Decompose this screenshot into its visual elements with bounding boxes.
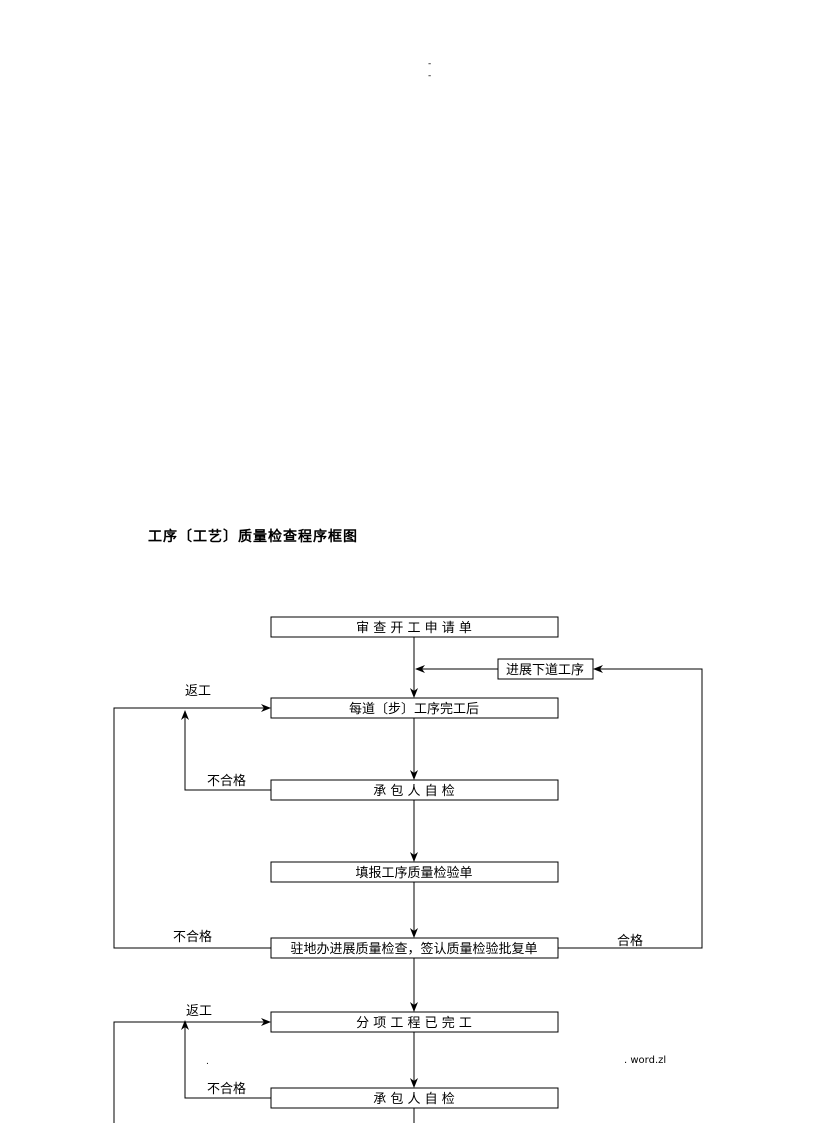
box-self-check-2: 承 包 人 自 检 <box>270 1087 559 1109</box>
box-self-check-1: 承 包 人 自 检 <box>270 779 559 801</box>
box-next-process-label: 进展下道工序 <box>506 663 584 678</box>
label-fail-1: 不合格 <box>207 773 246 789</box>
label-rework-1: 返工 <box>185 684 211 699</box>
header-mark: - <box>428 59 432 69</box>
box-after-each-label: 每道〔步〕工序完工后 <box>349 701 479 717</box>
box-review-label: 审 查 开 工 申 请 单 <box>356 621 472 636</box>
box-self-check-2-label: 承 包 人 自 检 <box>373 1092 455 1107</box>
arrow-pass-next-process <box>558 665 703 949</box>
label-fail-2: 不合格 <box>173 929 212 945</box>
label-rework-2: 返工 <box>186 1004 212 1019</box>
label-fail-3: 不合格 <box>207 1081 246 1097</box>
box-subitem-done: 分 项 工 程 已 完 工 <box>270 1011 559 1033</box>
footer-source: . word.zl <box>624 1055 667 1066</box>
box-next-process: 进展下道工序 <box>497 658 594 680</box>
arrow-fail-2-rework <box>113 704 271 949</box>
box-fill-form-label: 填报工序质量检验单 <box>355 865 472 881</box>
box-resident-check: 驻地办进展质量检查，签认质量检验批复单 <box>270 937 559 959</box>
box-self-check-1-label: 承 包 人 自 检 <box>373 784 455 799</box>
box-resident-check-label: 驻地办进展质量检查，签认质量检验批复单 <box>290 941 537 957</box>
header-mark: - <box>428 71 432 81</box>
arrow-fail-1-rework <box>181 710 271 791</box>
box-fill-form: 填报工序质量检验单 <box>270 861 559 883</box>
arrow-fail-3-rework <box>181 1020 271 1099</box>
box-after-each: 每道〔步〕工序完工后 <box>270 697 559 719</box>
label-pass: 合格 <box>617 933 643 949</box>
page-title: 工序〔工艺〕质量检查程序框图 <box>148 529 358 545</box>
box-subitem-done-label: 分 项 工 程 已 完 工 <box>356 1016 472 1031</box>
arrow-lower-rework <box>113 1018 271 1123</box>
footer-dot: . <box>206 1057 209 1067</box>
box-review: 审 查 开 工 申 请 单 <box>270 616 559 638</box>
